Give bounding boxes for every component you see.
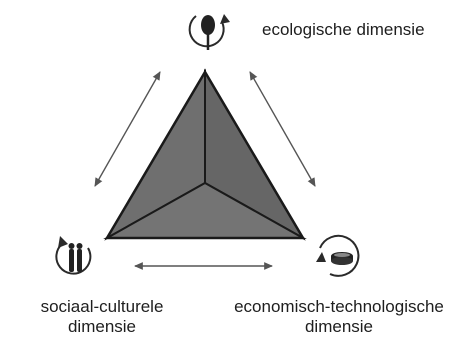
people-cycle-icon xyxy=(55,236,92,275)
socio-cultural-label-line2: dimensie xyxy=(67,317,137,336)
socio-cultural-label-line1: sociaal-culturele xyxy=(40,297,164,316)
arrow-ecological-economic xyxy=(249,71,316,187)
economic-technological-label-line1: economisch-technologische xyxy=(234,297,444,316)
economic-technological-dimension-label: economisch-technologische dimensie xyxy=(205,297,473,337)
economic-technological-label-line2: dimensie xyxy=(304,317,374,336)
pyramid xyxy=(103,68,307,241)
coins-cycle-icon xyxy=(316,234,360,277)
ecological-dimension-label: ecologische dimensie xyxy=(262,20,425,39)
socio-cultural-dimension-label: sociaal-culturele dimensie xyxy=(7,297,197,337)
arrow-ecological-social xyxy=(94,71,161,187)
leaf-cycle-icon xyxy=(188,14,230,50)
